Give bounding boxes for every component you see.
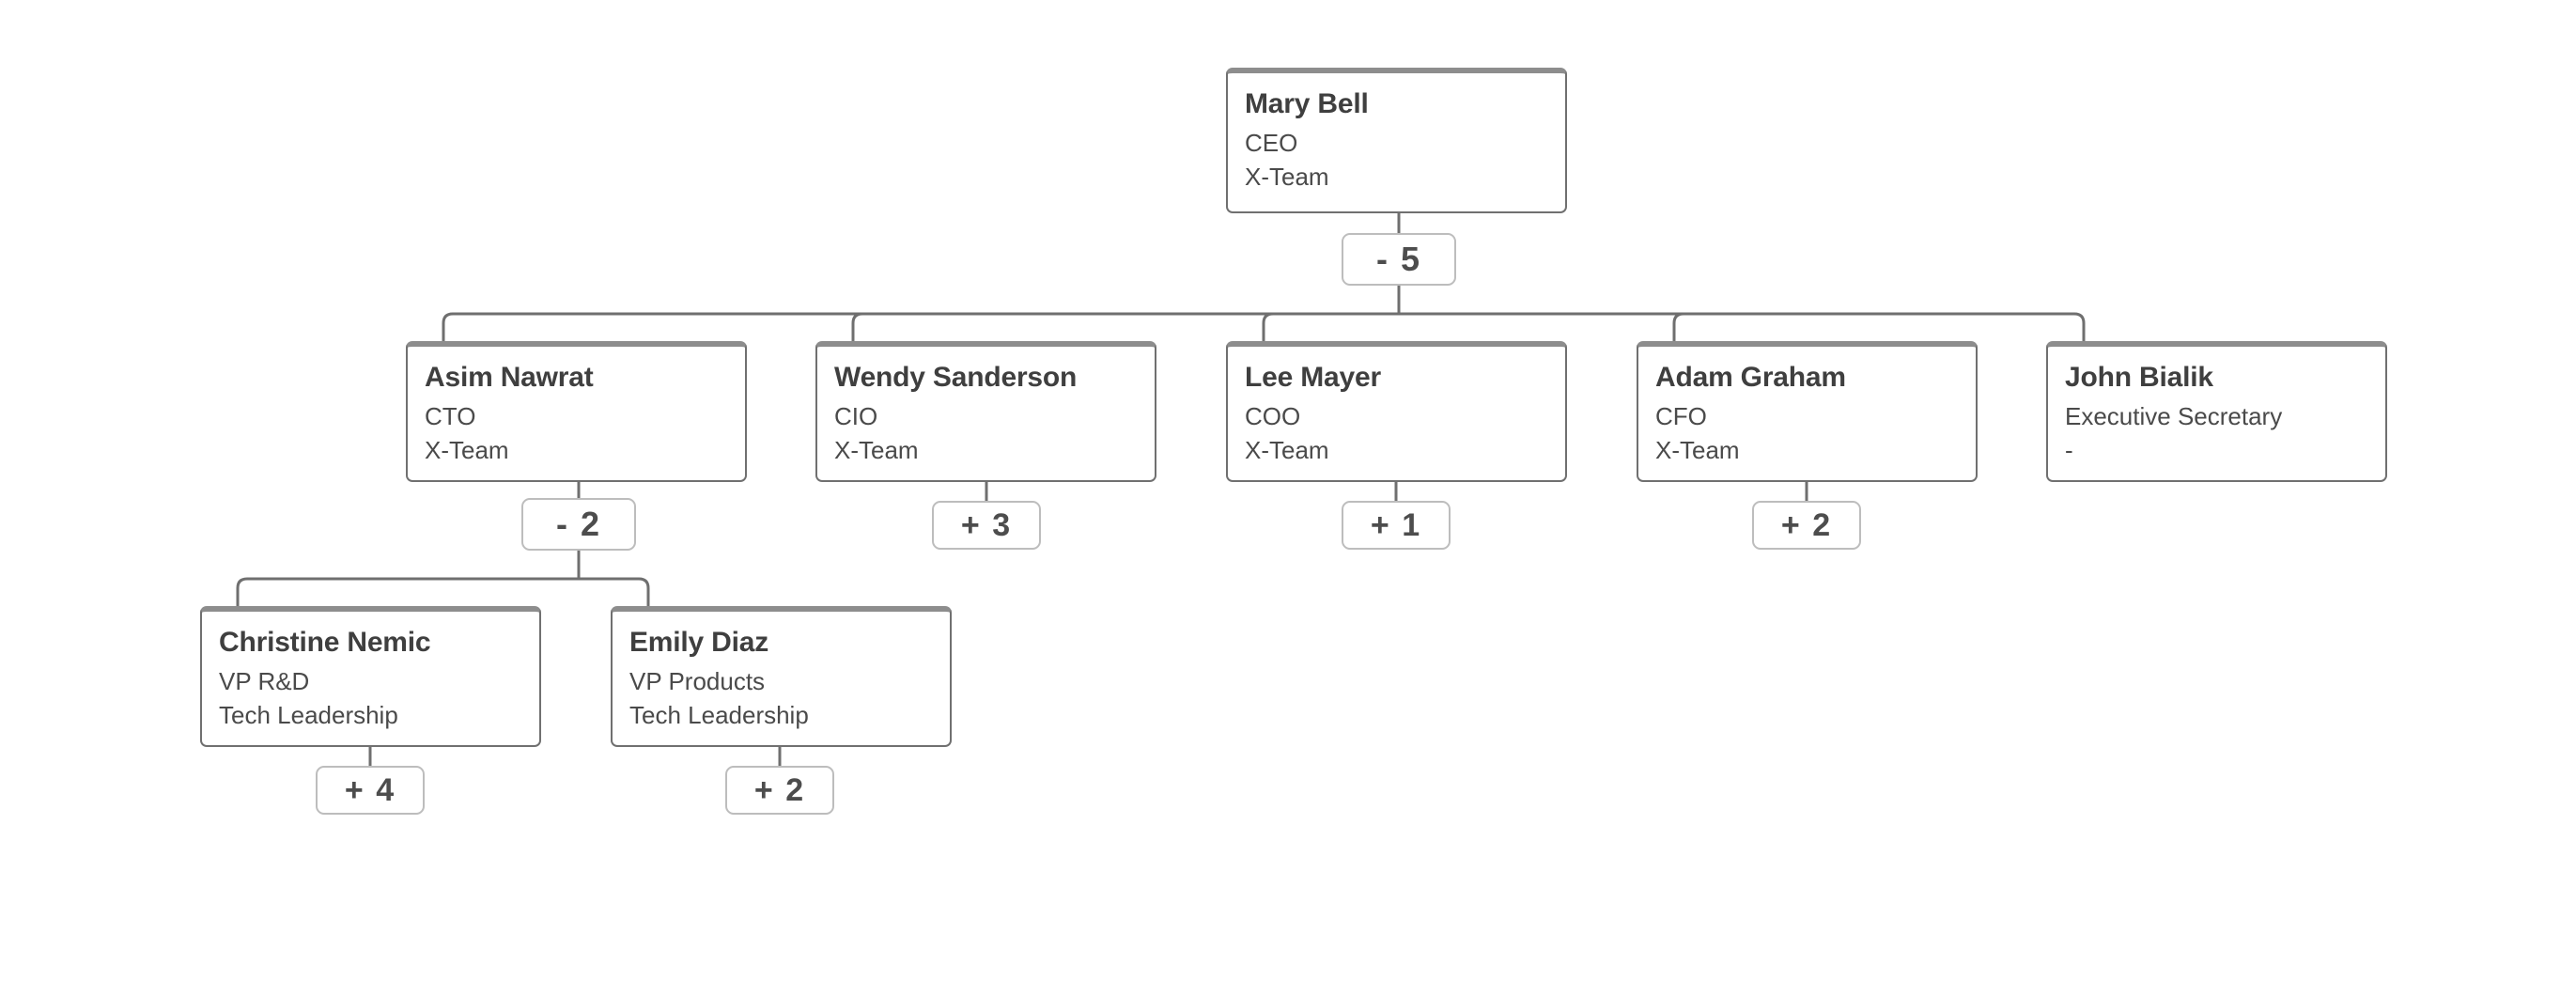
org-node-mary-bell[interactable]: Mary Bell CEO X-Team xyxy=(1226,68,1567,213)
connector-stub-lee xyxy=(1262,312,1274,341)
node-name: Asim Nawrat xyxy=(425,362,594,393)
node-name: Christine Nemic xyxy=(219,627,431,658)
node-department: Tech Leadership xyxy=(219,701,398,730)
org-node-lee-mayer[interactable]: Lee Mayer COO X-Team xyxy=(1226,341,1567,482)
node-department: X-Team xyxy=(1655,436,1740,465)
connector-stub-wendy xyxy=(851,312,863,341)
org-node-adam-graham[interactable]: Adam Graham CFO X-Team xyxy=(1637,341,1978,482)
node-name: Adam Graham xyxy=(1655,362,1846,393)
expand-badge-christine-nemic[interactable]: + 4 xyxy=(316,766,425,815)
expand-badge-adam-graham[interactable]: + 2 xyxy=(1752,501,1861,550)
org-node-john-bialik[interactable]: John Bialik Executive Secretary - xyxy=(2046,341,2387,482)
node-name: Lee Mayer xyxy=(1245,362,1381,393)
node-department: X-Team xyxy=(1245,436,1329,465)
collapse-badge-mary-bell[interactable]: - 5 xyxy=(1342,233,1456,286)
expand-badge-wendy-sanderson[interactable]: + 3 xyxy=(932,501,1041,550)
org-node-wendy-sanderson[interactable]: Wendy Sanderson CIO X-Team xyxy=(815,341,1156,482)
node-name: Mary Bell xyxy=(1245,88,1369,119)
connector-bus-level2 xyxy=(236,577,650,606)
node-title: CTO xyxy=(425,402,476,431)
org-node-christine-nemic[interactable]: Christine Nemic VP R&D Tech Leadership xyxy=(200,606,541,747)
node-department: X-Team xyxy=(425,436,509,465)
node-name: Wendy Sanderson xyxy=(834,362,1078,393)
node-title: CIO xyxy=(834,402,878,431)
node-title: COO xyxy=(1245,402,1301,431)
node-title: VP R&D xyxy=(219,667,310,696)
expand-badge-emily-diaz[interactable]: + 2 xyxy=(725,766,834,815)
node-title: CEO xyxy=(1245,129,1298,158)
connector-stub-adam xyxy=(1672,312,1684,341)
node-department: X-Team xyxy=(834,436,919,465)
org-node-emily-diaz[interactable]: Emily Diaz VP Products Tech Leadership xyxy=(611,606,952,747)
node-name: Emily Diaz xyxy=(629,627,769,658)
node-department: Tech Leadership xyxy=(629,701,809,730)
expand-badge-lee-mayer[interactable]: + 1 xyxy=(1342,501,1451,550)
node-title: Executive Secretary xyxy=(2065,402,2283,431)
org-node-asim-nawrat[interactable]: Asim Nawrat CTO X-Team xyxy=(406,341,747,482)
node-title: VP Products xyxy=(629,667,766,696)
node-department: - xyxy=(2065,436,2073,465)
collapse-badge-asim-nawrat[interactable]: - 2 xyxy=(521,498,636,551)
node-name: John Bialik xyxy=(2065,362,2213,393)
node-department: X-Team xyxy=(1245,163,1329,192)
connector-bus-level1 xyxy=(442,312,2086,341)
node-title: CFO xyxy=(1655,402,1707,431)
